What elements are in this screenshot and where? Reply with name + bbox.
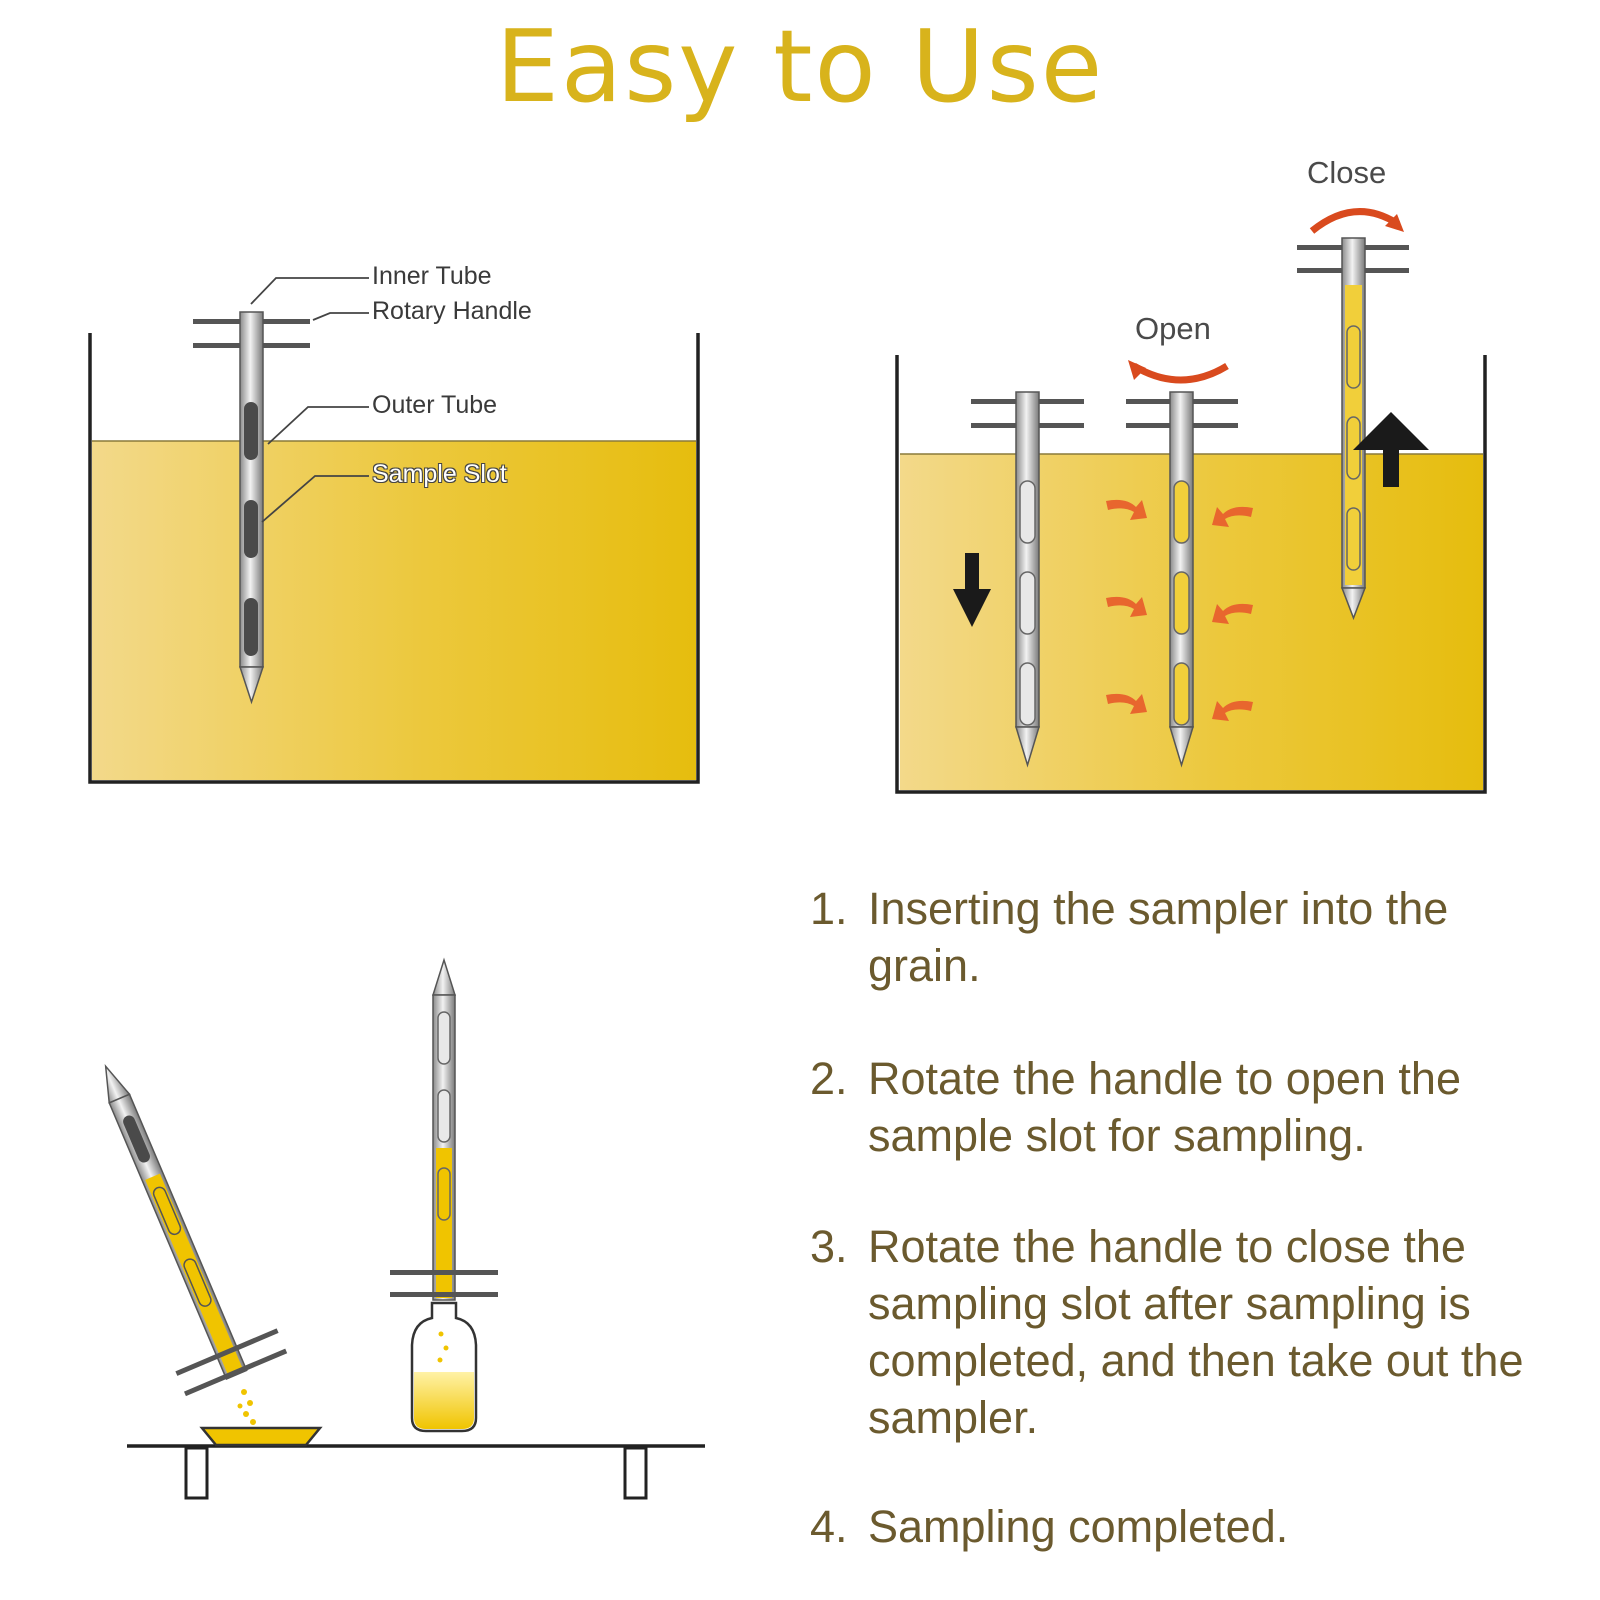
steps-list: 1. Inserting the sampler into the grain.… (810, 880, 1590, 1555)
panel-emptying (104, 957, 705, 1500)
arrow-up-icon (1353, 412, 1429, 487)
bottle (410, 1301, 478, 1433)
step-3: 3. Rotate the handle to close the sampli… (810, 1218, 1590, 1446)
inflow-arrows-icon (1106, 499, 1253, 721)
panel-labelled-sampler (88, 277, 700, 784)
container-2 (895, 355, 1487, 794)
step-4: 4. Sampling completed. (810, 1498, 1590, 1555)
step-text: Rotate the handle to close the sampling … (868, 1221, 1524, 1443)
step-text: Inserting the sampler into the grain. (868, 883, 1449, 991)
step-number: 1. (810, 883, 848, 934)
sampler (238, 311, 265, 705)
sampler-tilted (104, 1064, 288, 1397)
step-text: Rotate the handle to open the sample slo… (868, 1053, 1461, 1161)
sampler-vertical (390, 957, 498, 1301)
label-close: Close (1307, 155, 1387, 190)
step-text: Sampling completed. (868, 1501, 1289, 1552)
step-2: 2. Rotate the handle to open the sample … (810, 1050, 1590, 1164)
tray (199, 1426, 323, 1447)
page-title: Easy to Use (495, 8, 1105, 125)
open-rotate-icon (1132, 362, 1229, 384)
label-inner-tube: Inner Tube (372, 262, 492, 290)
container (88, 333, 700, 784)
sampler-inserting (971, 391, 1084, 768)
label-outer-tube: Outer Tube (372, 391, 498, 419)
step-number: 3. (810, 1221, 848, 1272)
step-1: 1. Inserting the sampler into the grain. (810, 880, 1590, 994)
label-open: Open (1135, 311, 1211, 346)
sampler-open (1126, 391, 1238, 768)
step-number: 4. (810, 1501, 848, 1552)
step-number: 2. (810, 1053, 848, 1104)
close-rotate-icon (1309, 208, 1400, 234)
panel-process (895, 208, 1487, 794)
label-rotary-handle: Rotary Handle (372, 297, 532, 325)
label-sample-slot: Sample Slot (372, 460, 507, 488)
grain-fill (92, 441, 696, 780)
falling-grains (237, 1389, 256, 1425)
sampler-closed (1297, 237, 1409, 621)
arrow-down-icon (953, 553, 991, 627)
